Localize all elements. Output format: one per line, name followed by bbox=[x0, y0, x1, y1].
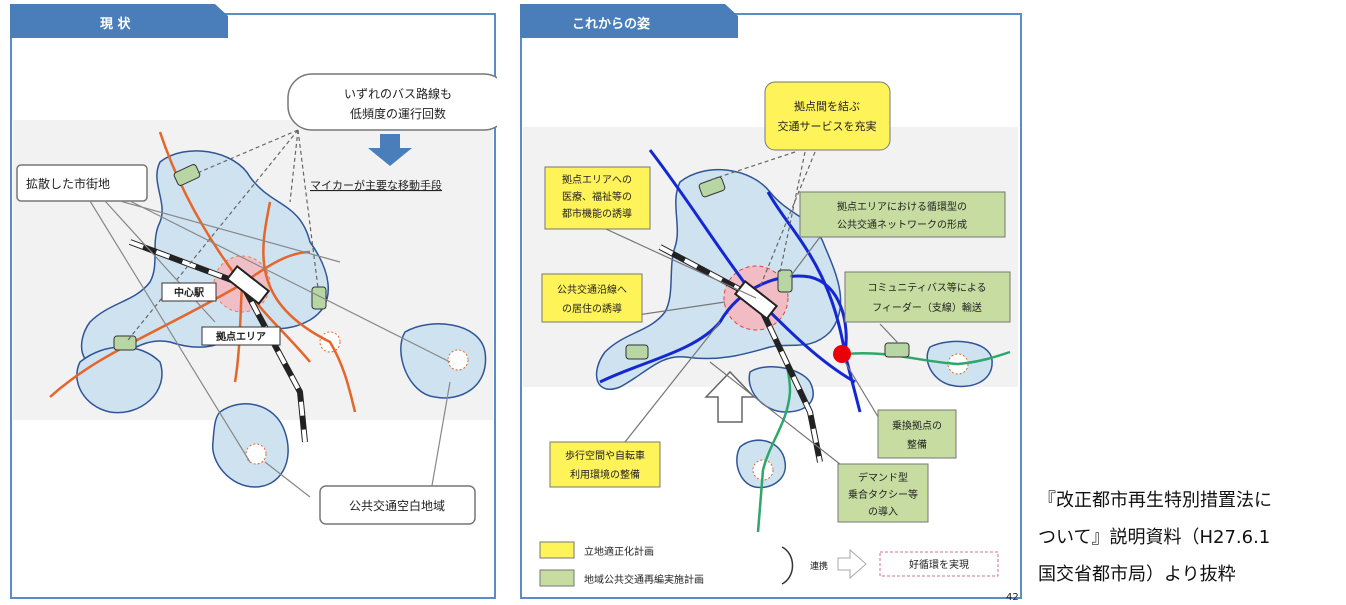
feeder-line-1: コミュニティバス等による bbox=[867, 281, 986, 294]
demand-pointer bbox=[709, 361, 851, 473]
service-pointers bbox=[709, 151, 816, 288]
trunk-route-2 bbox=[599, 274, 848, 384]
circular-line-1: 拠点エリアにおける循環型の bbox=[837, 200, 967, 213]
hub-dot-3 bbox=[245, 443, 267, 465]
feeder-box bbox=[844, 271, 1011, 323]
future-state-panel: これからの姿 拠点間を結ぶ 交通サービスを充実 拠点エリアへの 医療、福祉等の … bbox=[520, 2, 1022, 600]
circular-network-box bbox=[799, 191, 1006, 238]
walking-line-2: 利用環境の整備 bbox=[570, 468, 640, 481]
right-arrow-icon bbox=[837, 548, 867, 580]
center-station-label: 中心駅 bbox=[174, 286, 205, 299]
header-tab bbox=[520, 4, 738, 38]
legend-plan2: 地域公共交通再編実施計画 bbox=[584, 573, 704, 586]
panel-header: 現 状 bbox=[100, 16, 132, 32]
bus-route-3 bbox=[262, 201, 357, 413]
demand-line-1: デマンド型 bbox=[858, 471, 908, 484]
bubble-line-1: いずれのバス路線も bbox=[344, 86, 452, 101]
blank-area-label: 公共交通空白地域 bbox=[349, 498, 445, 513]
railway-dash bbox=[659, 245, 822, 463]
hub-dot-2 bbox=[447, 349, 469, 371]
walking-line-1: 歩行空間や自転車 bbox=[565, 449, 645, 462]
attract-line-3: 都市機能の誘導 bbox=[562, 207, 632, 220]
connect-service-box bbox=[764, 81, 891, 151]
bus-icon bbox=[698, 176, 726, 198]
current-state-diagram: 現 状 いずれのバス路線も 低頻度の運行回数 マイカーが主要な移動手段 拡散した… bbox=[10, 4, 497, 599]
bus-icon bbox=[113, 335, 137, 351]
connect-service-line-1: 拠点間を結ぶ bbox=[794, 99, 860, 113]
bracket-icon bbox=[781, 546, 794, 585]
current-state-panel: 現 状 いずれのバス路線も 低頻度の運行回数 マイカーが主要な移動手段 拡散した… bbox=[10, 2, 497, 600]
blank-area-pointers bbox=[264, 381, 451, 498]
panel-frame bbox=[520, 13, 1022, 599]
residence-line-1: 公共交通沿線へ bbox=[557, 283, 627, 296]
legend-swatch-plan2 bbox=[539, 569, 575, 587]
center-station-box bbox=[161, 282, 217, 302]
residence-line-2: の居住の誘導 bbox=[562, 302, 622, 315]
hub-area-label: 拠点エリア bbox=[216, 330, 266, 343]
transfer-line-2: 整備 bbox=[907, 438, 927, 451]
frequency-bubble bbox=[287, 73, 497, 131]
circular-line-2: 公共交通ネットワークの形成 bbox=[837, 218, 967, 231]
transfer-pointer bbox=[844, 361, 881, 421]
blank-area-callout bbox=[319, 485, 476, 525]
legend-swatch-plan1 bbox=[539, 541, 575, 559]
bus-icon bbox=[625, 344, 649, 360]
demand-line-3: の導入 bbox=[868, 505, 898, 518]
bus-route-2 bbox=[49, 250, 311, 398]
walking-box bbox=[549, 441, 661, 488]
connect-service-line-2: 交通サービスを充実 bbox=[778, 119, 877, 133]
bubble-pointers bbox=[127, 129, 319, 341]
transfer-line-1: 乗換拠点の bbox=[892, 419, 942, 432]
transfer-box bbox=[877, 409, 957, 459]
header-tab bbox=[10, 4, 228, 38]
isolated-area-east bbox=[400, 323, 487, 399]
bus-icon bbox=[173, 164, 201, 186]
attract-line-2: 医療、福祉等の bbox=[562, 190, 632, 203]
source-caption: 『改正都市再生特別措置法に ついて』説明資料（H27.6.1 国交省都市局）より… bbox=[1038, 482, 1338, 593]
sprawl-label: 拡散した市街地 bbox=[26, 176, 110, 191]
sprawl-pointers bbox=[89, 200, 451, 463]
future-state-diagram: これからの姿 拠点間を結ぶ 交通サービスを充実 拠点エリアへの 医療、福祉等の … bbox=[520, 4, 1022, 600]
down-arrow-icon bbox=[368, 134, 412, 166]
sprawl-callout bbox=[16, 164, 148, 202]
virtuous-cycle-box bbox=[879, 551, 999, 577]
mycar-label: マイカーが主要な移動手段 bbox=[310, 178, 442, 192]
circular-pointer bbox=[789, 236, 821, 278]
station-icon bbox=[733, 279, 779, 321]
bubble-line-2: 低頻度の運行回数 bbox=[350, 106, 446, 121]
transfer-point-icon bbox=[833, 345, 851, 363]
trunk-route-3 bbox=[766, 191, 862, 413]
virtuous-cycle-label: 好循環を実現 bbox=[909, 558, 969, 571]
feeder-route-1 bbox=[844, 350, 1011, 366]
feeder-pointer bbox=[879, 323, 899, 344]
caption-line-1: 『改正都市再生特別措置法に bbox=[1038, 490, 1272, 511]
demand-taxi-box bbox=[837, 463, 929, 523]
bus-icon bbox=[777, 269, 793, 293]
caption-line-3: 国交省都市局）より抜粋 bbox=[1038, 564, 1236, 585]
cooperation-label: 連携 bbox=[810, 560, 828, 572]
bus-icon bbox=[884, 342, 910, 358]
panel-header: これからの姿 bbox=[572, 16, 650, 32]
attract-facilities-box bbox=[544, 166, 651, 230]
bus-icon bbox=[311, 286, 327, 310]
attract-pointer bbox=[594, 223, 757, 299]
caption-line-2: ついて』説明資料（H27.6.1 bbox=[1038, 527, 1271, 548]
hub-area-box bbox=[201, 326, 281, 346]
station-icon bbox=[225, 264, 271, 306]
walking-pointer bbox=[624, 321, 721, 443]
sprawl-area bbox=[80, 150, 330, 365]
demand-line-2: 乗合タクシー等 bbox=[848, 488, 918, 501]
panel-frame bbox=[10, 13, 496, 599]
page-number: 42 bbox=[1006, 592, 1019, 600]
feeder-line-2: フィーダー（支線）輸送 bbox=[872, 301, 982, 314]
legend-plan1: 立地適正化計画 bbox=[584, 545, 654, 558]
up-arrow-icon bbox=[704, 370, 756, 423]
residence-box bbox=[541, 273, 643, 323]
attract-line-1: 拠点エリアへの bbox=[562, 173, 632, 186]
